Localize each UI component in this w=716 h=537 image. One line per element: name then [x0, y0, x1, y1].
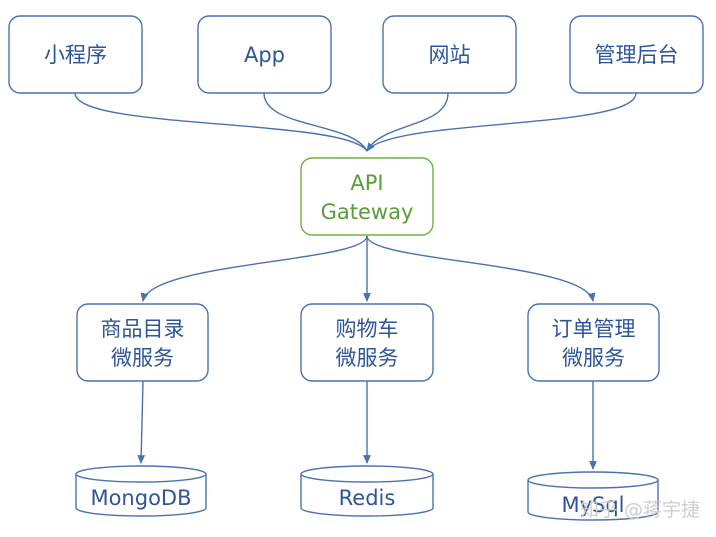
connector-miniapp-gateway [74, 92, 368, 152]
service-box-order: 订单管理 微服务 [527, 303, 660, 382]
gateway-box: API Gateway [300, 157, 434, 236]
client-label-app: App [244, 43, 285, 67]
gateway-label-line2: Gateway [321, 200, 414, 224]
client-label-miniapp: 小程序 [44, 43, 107, 67]
service-connectors [140, 235, 596, 302]
service-box-catalog: 商品目录 微服务 [76, 303, 209, 382]
service-order-line1: 订单管理 [552, 317, 636, 341]
client-box-miniapp: 小程序 [8, 15, 143, 94]
service-catalog-line2: 微服务 [111, 346, 174, 370]
service-cart-line1: 购物车 [336, 317, 399, 341]
client-label-admin: 管理后台 [595, 43, 679, 67]
connector-gateway-order [366, 235, 596, 302]
service-catalog-line1: 商品目录 [101, 317, 185, 341]
client-connectors [74, 92, 637, 152]
database-mongodb: MongoDB [75, 465, 207, 517]
database-label-mysql: MySql [561, 493, 624, 517]
db-connectors [137, 380, 597, 470]
service-cart-line2: 微服务 [336, 346, 399, 370]
client-box-admin: 管理后台 [569, 15, 704, 94]
service-order-line2: 微服务 [562, 346, 625, 370]
connector-catalog-mongodb [137, 380, 146, 464]
connector-app-gateway [263, 92, 368, 152]
client-label-website: 网站 [429, 43, 471, 67]
client-box-website: 网站 [382, 15, 517, 94]
watermark: 知乎 @蒋宇捷 [580, 499, 700, 521]
connector-admin-gateway [366, 92, 637, 152]
service-box-cart: 购物车 微服务 [300, 303, 434, 382]
connector-gateway-catalog [140, 235, 368, 302]
database-label-mongodb: MongoDB [90, 486, 191, 510]
client-box-app: App [197, 15, 332, 94]
database-redis: Redis [300, 465, 434, 517]
gateway-label-line1: API [350, 171, 383, 195]
database-label-redis: Redis [339, 486, 396, 510]
database-mysql: MySql [527, 471, 659, 521]
